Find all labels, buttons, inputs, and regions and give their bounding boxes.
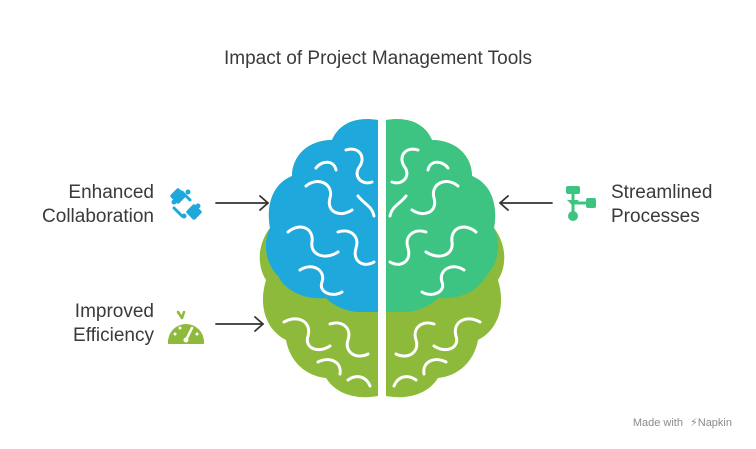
- gauge-icon: [168, 310, 204, 344]
- footer-credit: Made with ⚡Napkin: [633, 416, 732, 429]
- label-enhanced-collaboration: Enhanced Collaboration: [20, 181, 154, 229]
- label-collaboration-line1: Enhanced: [68, 182, 154, 203]
- handshake-icon: [170, 188, 202, 220]
- label-collaboration-line2: Collaboration: [42, 206, 154, 227]
- label-streamlined-processes: Streamlined Processes: [611, 181, 751, 229]
- arrow-right-icon: [215, 195, 269, 211]
- label-processes-line2: Processes: [611, 206, 700, 227]
- label-efficiency-line2: Efficiency: [73, 325, 154, 346]
- brain-left-folds: [282, 147, 376, 388]
- footer-made-with: Made with: [632, 417, 683, 429]
- diagram-title: Impact of Project Management Tools: [223, 48, 533, 69]
- label-improved-efficiency: Improved Efficiency: [20, 300, 154, 348]
- brain-left-upper-lobe: [265, 119, 378, 312]
- arrow-left-icon: [499, 195, 553, 211]
- footer-brand: Napkin: [697, 417, 732, 429]
- brain-right-folds: [388, 147, 482, 388]
- flowchart-icon: [566, 186, 596, 221]
- arrow-right-icon: [215, 316, 264, 332]
- napkin-logo-icon: ⚡: [690, 417, 698, 429]
- label-processes-line1: Streamlined: [611, 182, 713, 203]
- brain-right-upper-lobe: [386, 119, 499, 312]
- brain-icon: [259, 119, 505, 398]
- label-efficiency-line1: Improved: [74, 301, 154, 322]
